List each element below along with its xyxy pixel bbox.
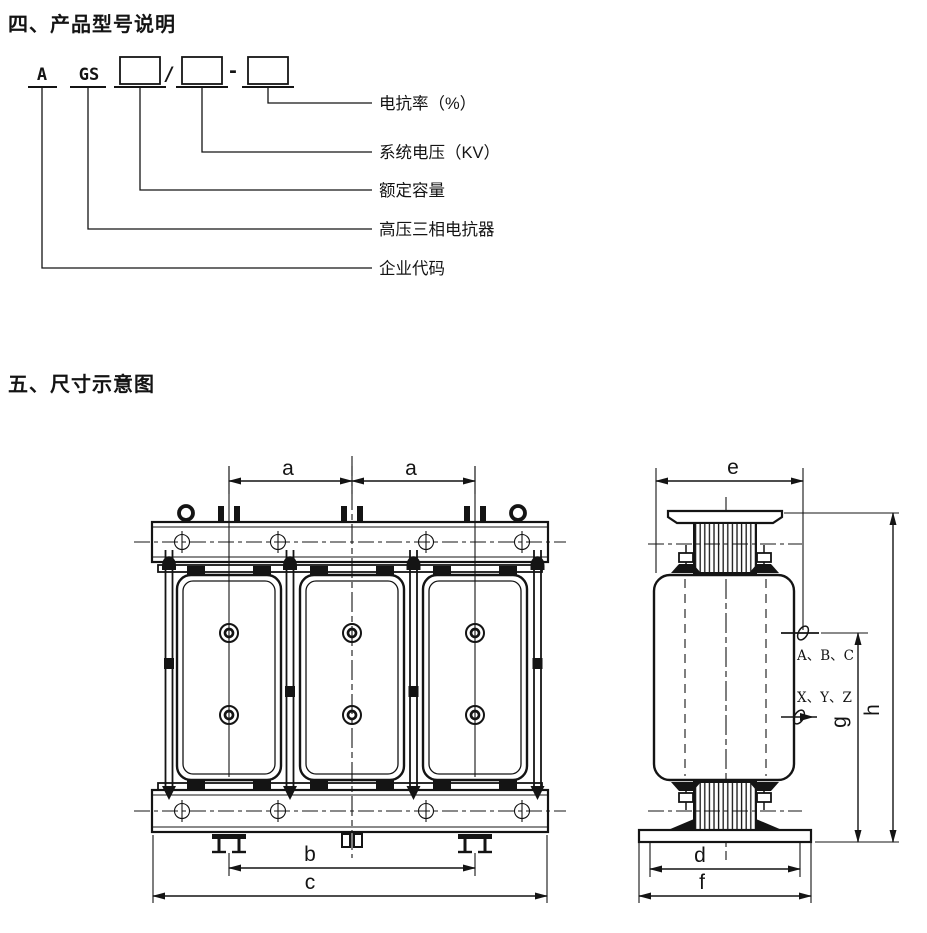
callout-leader-lines <box>41 87 372 269</box>
tie-rods <box>161 549 546 801</box>
dimension-a: a a <box>228 457 476 494</box>
side-coil-body <box>652 573 796 782</box>
code-box-reactance <box>247 56 289 85</box>
dim-label-a-right: a <box>405 457 417 480</box>
code-letter-gs: GS <box>79 65 99 85</box>
dim-label-c: c <box>305 871 316 894</box>
model-code-diagram: A GS / - 电抗率（%） 系统电压（KV） <box>28 56 500 278</box>
mounting-foot-left <box>210 832 248 854</box>
top-pressure-plate <box>666 509 784 525</box>
bottom-clamp-block <box>693 781 757 831</box>
dim-label-e: e <box>727 456 739 479</box>
callout-label-rated-capacity: 额定容量 <box>379 181 445 200</box>
lv-terminal <box>781 709 817 725</box>
dimension-f: f <box>638 843 812 903</box>
code-slash: / <box>163 63 174 85</box>
callout-label-reactance-rate: 电抗率（%） <box>379 94 476 113</box>
front-view-drawing: a a b c <box>134 456 566 903</box>
callout-label-system-voltage: 系统电压（KV） <box>379 143 500 162</box>
dimension-g: g <box>821 632 868 843</box>
dimension-b: b <box>228 843 476 876</box>
lifting-ring-left <box>177 504 195 522</box>
dim-label-a-left: a <box>282 457 294 480</box>
dim-label-b: b <box>304 843 316 866</box>
top-terminal-tabs <box>218 506 486 522</box>
dimension-c: c <box>152 835 548 903</box>
terminal-label-abc: A、B、C <box>796 648 854 664</box>
dimension-h: h <box>784 512 899 843</box>
top-clamp-block <box>693 522 757 574</box>
callout-label-company-code: 企业代码 <box>379 259 445 278</box>
dimension-d: d <box>649 843 801 877</box>
code-dash: - <box>227 60 238 82</box>
side-view-drawing: A、B、C X、Y、Z e g h <box>637 456 899 903</box>
top-spacer-strip <box>157 564 543 573</box>
dim-label-d: d <box>694 844 706 867</box>
hv-terminal <box>781 625 819 641</box>
code-box-voltage <box>181 56 223 85</box>
code-letter-a: A <box>37 65 47 85</box>
terminal-label-xyz: X、Y、Z <box>797 690 852 706</box>
code-box-capacity <box>119 56 161 85</box>
lifting-ring-right <box>509 504 527 522</box>
dimension-e: e <box>655 456 804 630</box>
mounting-foot-right <box>456 832 494 854</box>
callout-label-reactor-type: 高压三相电抗器 <box>379 220 495 239</box>
dim-label-g: g <box>828 716 851 728</box>
dim-label-h: h <box>861 704 884 716</box>
dim-label-f: f <box>699 871 705 894</box>
section-title-model: 四、产品型号说明 <box>8 14 176 36</box>
base-plate <box>637 828 813 844</box>
section-title-dimensions: 五、尺寸示意图 <box>8 374 155 396</box>
